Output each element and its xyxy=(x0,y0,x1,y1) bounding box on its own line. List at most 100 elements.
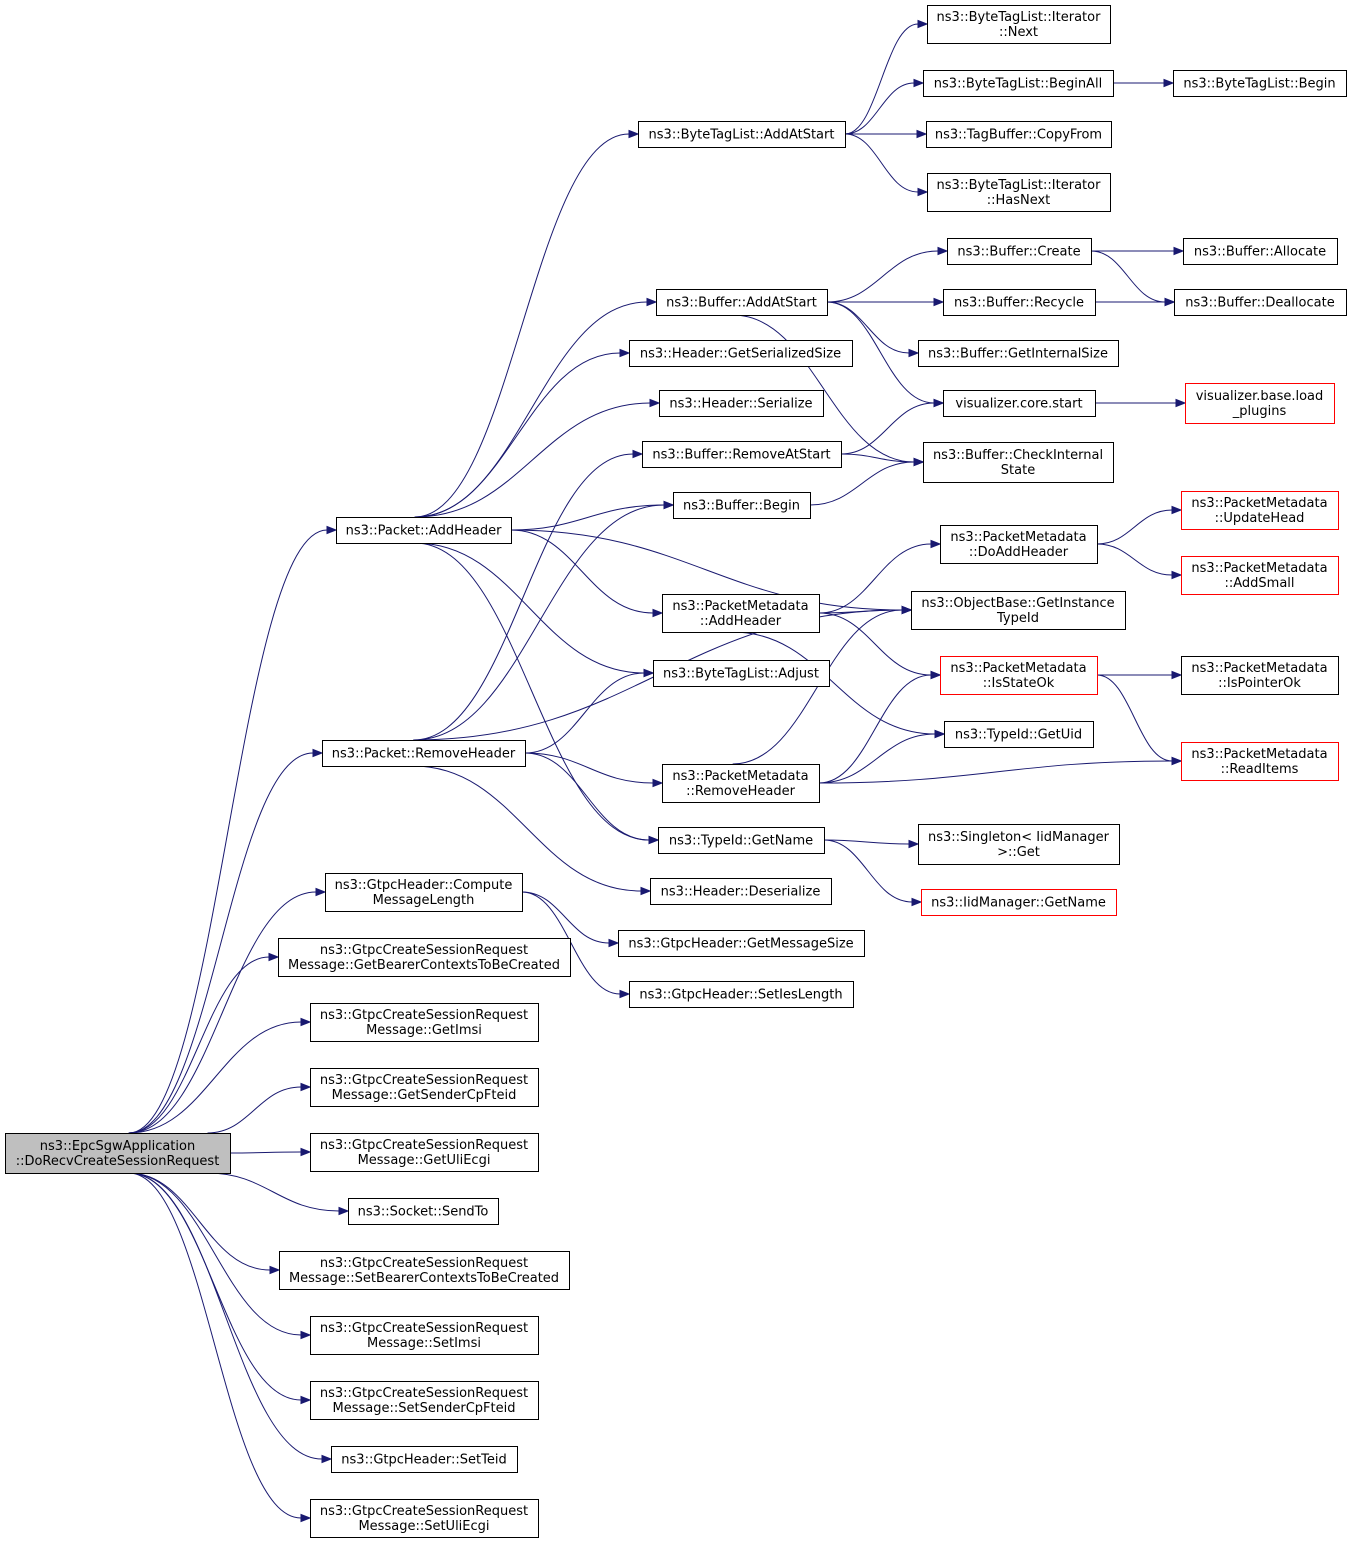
node-label: ns3::Packet::RemoveHeader xyxy=(332,747,516,762)
node-label: ns3::ByteTagList::AddAtStart xyxy=(649,128,835,143)
call-edge-root-to-remove-header xyxy=(128,748,324,1134)
function-node-tid-get-uid[interactable]: ns3::TypeId::GetUid xyxy=(944,721,1094,748)
node-label: ns3::ByteTagList::Iterator xyxy=(937,178,1102,193)
function-node-root[interactable]: ns3::EpcSgwApplication::DoRecvCreateSess… xyxy=(5,1133,231,1174)
function-node-buf-begin[interactable]: ns3::Buffer::Begin xyxy=(673,492,811,519)
function-node-buf-remove-at-start[interactable]: ns3::Buffer::RemoveAtStart xyxy=(642,441,842,468)
function-node-gtpc-set-ies[interactable]: ns3::GtpcHeader::SetIesLength xyxy=(629,981,854,1008)
function-node-pm-add-small[interactable]: ns3::PacketMetadata::AddSmall xyxy=(1181,556,1339,595)
edge-line xyxy=(414,542,650,841)
node-box xyxy=(279,1251,570,1290)
function-node-btl-adjust[interactable]: ns3::ByteTagList::Adjust xyxy=(653,660,830,687)
function-node-hdr-serialize[interactable]: ns3::Header::Serialize xyxy=(659,390,824,417)
node-label: ns3::ByteTagList::Iterator xyxy=(937,10,1102,25)
function-node-remove-header[interactable]: ns3::Packet::RemoveHeader xyxy=(322,740,526,767)
function-node-buf-deallocate[interactable]: ns3::Buffer::Deallocate xyxy=(1174,289,1347,316)
edge-arrowhead xyxy=(619,348,631,358)
edge-line xyxy=(413,453,634,741)
function-node-pm-is-state-ok[interactable]: ns3::PacketMetadata::IsStateOk xyxy=(940,656,1098,695)
node-label: ns3::GtpcCreateSessionRequest xyxy=(320,1321,528,1336)
function-node-buf-get-internal-size[interactable]: ns3::Buffer::GetInternalSize xyxy=(918,340,1119,367)
function-node-get-sender[interactable]: ns3::GtpcCreateSessionRequestMessage::Ge… xyxy=(310,1068,539,1107)
function-node-pm-do-add-header[interactable]: ns3::PacketMetadata::DoAddHeader xyxy=(940,525,1098,564)
edge-line xyxy=(207,1172,340,1212)
node-label: ::RemoveHeader xyxy=(686,784,796,799)
function-node-pm-update-head[interactable]: ns3::PacketMetadata::UpdateHead xyxy=(1181,491,1339,530)
node-label: ns3::GtpcCreateSessionRequest xyxy=(320,943,528,958)
edge-line xyxy=(809,461,915,506)
node-label: ns3::TypeId::GetName xyxy=(669,834,813,849)
edge-line xyxy=(414,301,648,518)
function-node-get-bearer[interactable]: ns3::GtpcCreateSessionRequestMessage::Ge… xyxy=(278,938,571,977)
function-node-buf-create[interactable]: ns3::Buffer::Create xyxy=(947,238,1092,265)
function-node-btl-begin-all[interactable]: ns3::ByteTagList::BeginAll xyxy=(923,70,1114,97)
node-box xyxy=(918,340,1119,367)
edge-arrowhead xyxy=(911,897,923,907)
node-label: ::DoRecvCreateSessionRequest xyxy=(16,1154,220,1169)
function-node-get-uli[interactable]: ns3::GtpcCreateSessionRequestMessage::Ge… xyxy=(310,1133,539,1172)
node-box xyxy=(940,656,1098,695)
edge-arrowhead xyxy=(1171,570,1183,580)
edge-line xyxy=(510,504,665,531)
call-edge-pm-is-state-ok-to-pm-read-items xyxy=(1096,674,1183,766)
node-box xyxy=(310,1381,539,1420)
function-nodes: ns3::EpcSgwApplication::DoRecvCreateSess… xyxy=(5,5,1347,1538)
edge-arrowhead xyxy=(933,297,945,307)
node-label: ns3::PacketMetadata xyxy=(672,599,808,614)
node-label: ns3::GtpcHeader::GetMessageSize xyxy=(628,937,853,952)
node-label: MessageLength xyxy=(373,893,475,908)
function-node-singleton-get[interactable]: ns3::Singleton< IidManager>::Get xyxy=(918,824,1120,865)
function-node-btl-begin[interactable]: ns3::ByteTagList::Begin xyxy=(1173,70,1347,97)
function-node-buf-add-at-start[interactable]: ns3::Buffer::AddAtStart xyxy=(656,289,828,316)
function-node-set-bearer[interactable]: ns3::GtpcCreateSessionRequestMessage::Se… xyxy=(279,1251,570,1290)
function-node-tb-copy-from[interactable]: ns3::TagBuffer::CopyFrom xyxy=(926,121,1112,148)
edge-arrowhead xyxy=(908,348,920,358)
function-node-set-sender[interactable]: ns3::GtpcCreateSessionRequestMessage::Se… xyxy=(310,1381,539,1420)
call-edge-add-header-to-hdr-serialize xyxy=(414,398,661,518)
function-node-pm-is-pointer-ok[interactable]: ns3::PacketMetadata::IsPointerOk xyxy=(1181,656,1339,695)
edge-line xyxy=(128,1172,302,1336)
function-node-add-header[interactable]: ns3::Packet::AddHeader xyxy=(336,517,512,544)
function-node-set-uli[interactable]: ns3::GtpcCreateSessionRequestMessage::Se… xyxy=(310,1499,539,1538)
call-edge-buf-remove-at-start-to-buf-check-internal xyxy=(840,453,925,467)
function-node-tid-get-name[interactable]: ns3::TypeId::GetName xyxy=(658,827,825,854)
function-node-get-imsi[interactable]: ns3::GtpcCreateSessionRequestMessage::Ge… xyxy=(310,1003,539,1042)
function-node-send-to[interactable]: ns3::Socket::SendTo xyxy=(348,1198,499,1225)
function-node-pm-add-header[interactable]: ns3::PacketMetadata::AddHeader xyxy=(662,594,820,633)
node-label: ns3::ByteTagList::Adjust xyxy=(663,667,819,682)
call-edge-viz-start-to-viz-load-plugins xyxy=(1095,398,1187,408)
function-node-viz-start[interactable]: visualizer.core.start xyxy=(943,390,1096,417)
edge-line xyxy=(524,672,645,754)
edge-arrowhead xyxy=(312,748,324,758)
call-edge-buf-create-to-buf-deallocate xyxy=(1090,250,1176,307)
call-edge-tid-get-name-to-singleton-get xyxy=(823,839,920,849)
node-label: ns3::Buffer::Recycle xyxy=(954,296,1084,311)
function-node-iid-get-name[interactable]: ns3::IidManager::GetName xyxy=(921,889,1117,916)
function-node-btl-it-next[interactable]: ns3::ByteTagList::Iterator::Next xyxy=(927,5,1111,44)
function-node-buf-allocate[interactable]: ns3::Buffer::Allocate xyxy=(1183,238,1338,265)
function-node-btl-it-has-next[interactable]: ns3::ByteTagList::Iterator::HasNext xyxy=(927,173,1111,212)
function-node-pm-read-items[interactable]: ns3::PacketMetadata::ReadItems xyxy=(1181,742,1339,781)
function-node-viz-load-plugins[interactable]: visualizer.base.load_plugins xyxy=(1185,383,1335,424)
edge-arrowhead xyxy=(1175,398,1187,408)
edge-line xyxy=(414,352,621,518)
edge-arrowhead xyxy=(300,1147,312,1157)
edge-line xyxy=(840,402,935,455)
function-node-hdr-get-ser-size[interactable]: ns3::Header::GetSerializedSize xyxy=(629,340,853,367)
function-node-gtpc-get-msg-size[interactable]: ns3::GtpcHeader::GetMessageSize xyxy=(618,930,865,957)
function-node-btl-add-at-start[interactable]: ns3::ByteTagList::AddAtStart xyxy=(638,121,846,148)
node-box xyxy=(662,764,820,803)
edge-arrowhead xyxy=(300,1395,312,1405)
function-node-buf-recycle[interactable]: ns3::Buffer::Recycle xyxy=(943,289,1096,316)
node-box xyxy=(278,938,571,977)
edge-line xyxy=(818,760,1173,784)
function-node-set-imsi[interactable]: ns3::GtpcCreateSessionRequestMessage::Se… xyxy=(310,1316,539,1355)
function-node-set-teid[interactable]: ns3::GtpcHeader::SetTeid xyxy=(331,1446,518,1473)
function-node-pm-remove-header[interactable]: ns3::PacketMetadata::RemoveHeader xyxy=(662,764,820,803)
function-node-hdr-deserialize[interactable]: ns3::Header::Deserialize xyxy=(650,878,832,905)
edge-line xyxy=(414,133,630,518)
node-box xyxy=(653,660,830,687)
